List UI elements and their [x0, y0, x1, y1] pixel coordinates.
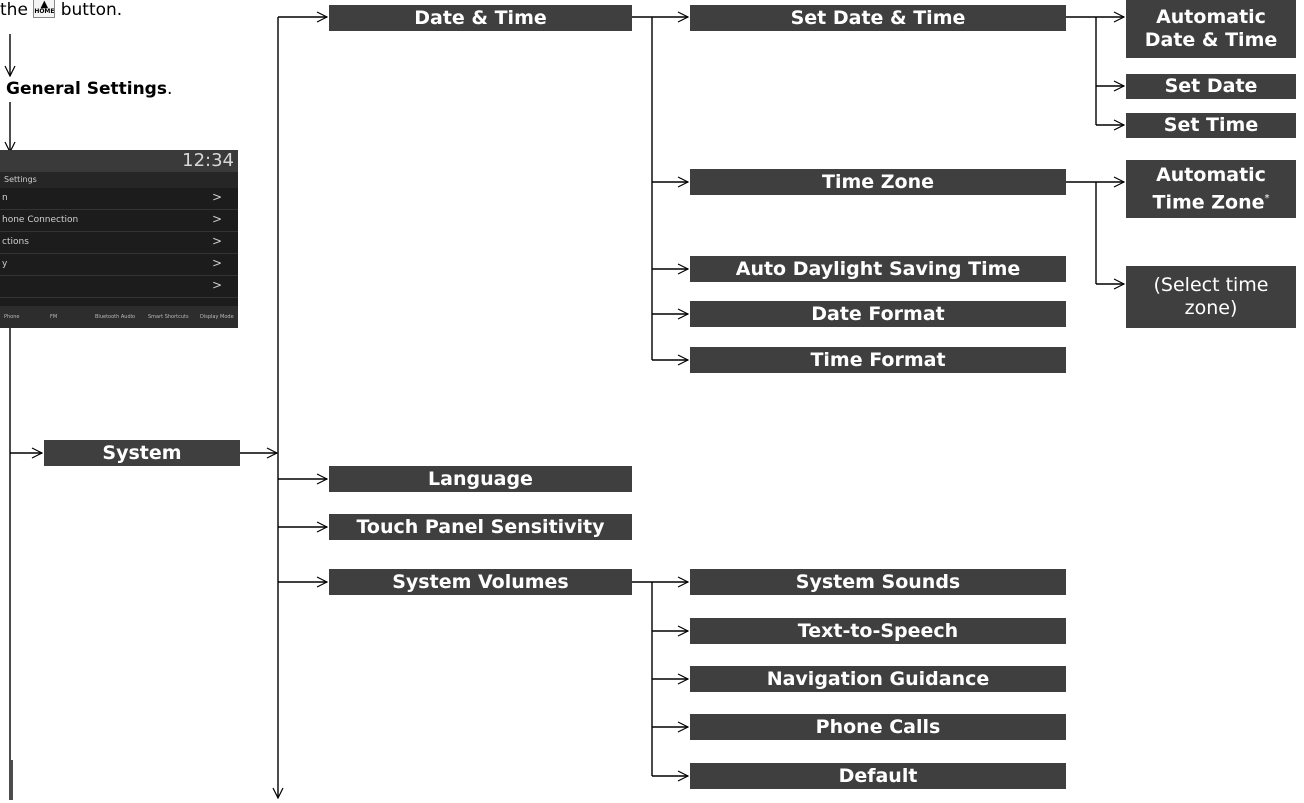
screen-status-bar: 12:34: [0, 150, 238, 172]
step-1-prefix: the: [0, 0, 28, 20]
set-time-node: Set Time: [1126, 113, 1296, 138]
settings-screen-thumbnail: 12:34 Settings n> hone Connection> ction…: [0, 150, 238, 328]
time-zone-node: Time Zone: [690, 169, 1066, 195]
time-format-node: Time Format: [690, 347, 1066, 373]
screen-row-label: y: [2, 259, 8, 269]
step-1-text: the ▲ HOME button.: [0, 0, 122, 20]
footer-item: Display Mode: [200, 314, 234, 320]
automatic-time-zone-node: Automatic Time Zone*: [1126, 160, 1296, 218]
footer-item: Bluetooth Audio: [95, 314, 136, 320]
screen-row: >: [0, 276, 238, 298]
automatic-date-time-node: Automatic Date & Time: [1126, 0, 1296, 58]
home-icon-label: HOME: [34, 8, 55, 15]
chevron-right-icon: >: [211, 278, 222, 292]
automatic-date-time-line2: Date & Time: [1144, 29, 1278, 51]
phone-calls-node: Phone Calls: [690, 714, 1066, 740]
footer-item: FM: [50, 314, 58, 320]
screen-row-label: n: [2, 193, 8, 203]
automatic-time-zone-line1: Automatic: [1156, 163, 1266, 186]
screen-row-label: ctions: [2, 237, 29, 247]
chevron-right-icon: >: [211, 256, 222, 270]
set-date-time-node: Set Date & Time: [690, 5, 1066, 31]
system-sounds-node: System Sounds: [690, 569, 1066, 595]
system-volumes-node: System Volumes: [329, 569, 632, 595]
footer-item: Phone: [4, 314, 20, 320]
general-settings-label: General Settings: [6, 79, 167, 99]
screen-row: ctions >: [0, 232, 238, 254]
date-format-node: Date Format: [690, 301, 1066, 327]
footnote-mark: *: [1264, 192, 1270, 204]
screen-row: n>: [0, 188, 238, 210]
touch-panel-sensitivity-node: Touch Panel Sensitivity: [329, 514, 632, 540]
set-date-node: Set Date: [1126, 74, 1296, 99]
home-button-icon: ▲ HOME: [33, 0, 56, 18]
navigation-guidance-node: Navigation Guidance: [690, 666, 1066, 692]
language-node: Language: [329, 466, 632, 492]
screen-footer: Phone FM Bluetooth Audio Smart Shortcuts…: [0, 306, 238, 328]
automatic-time-zone-line2-wrap: Time Zone*: [1152, 187, 1269, 214]
automatic-date-time-line1: Automatic: [1156, 6, 1266, 28]
system-node: System: [44, 440, 240, 466]
step-1-suffix: button.: [60, 0, 123, 20]
screen-row: y>: [0, 254, 238, 276]
screen-row-label: hone Connection: [2, 215, 79, 225]
text-to-speech-node: Text-to-Speech: [690, 618, 1066, 644]
footer-item: Smart Shortcuts: [148, 314, 189, 320]
screen-clock: 12:34: [182, 150, 234, 171]
default-node: Default: [690, 763, 1066, 789]
screen-title: Settings: [4, 175, 37, 184]
screen-row: hone Connection >: [0, 210, 238, 232]
chevron-right-icon: >: [211, 212, 222, 226]
select-time-zone-line1: (Select time: [1153, 274, 1269, 296]
auto-daylight-saving-time-node: Auto Daylight Saving Time: [690, 256, 1066, 282]
date-time-node: Date & Time: [329, 5, 632, 31]
step-2-text: General Settings.: [6, 79, 172, 99]
chevron-right-icon: >: [211, 234, 222, 248]
screen-title-bar: Settings: [0, 172, 238, 188]
select-time-zone-node: (Select time zone): [1126, 266, 1296, 328]
automatic-time-zone-line2: Time Zone: [1152, 191, 1265, 214]
chevron-right-icon: >: [211, 190, 222, 204]
select-time-zone-line2: zone): [1184, 297, 1238, 319]
step-2-suffix: .: [166, 79, 173, 99]
